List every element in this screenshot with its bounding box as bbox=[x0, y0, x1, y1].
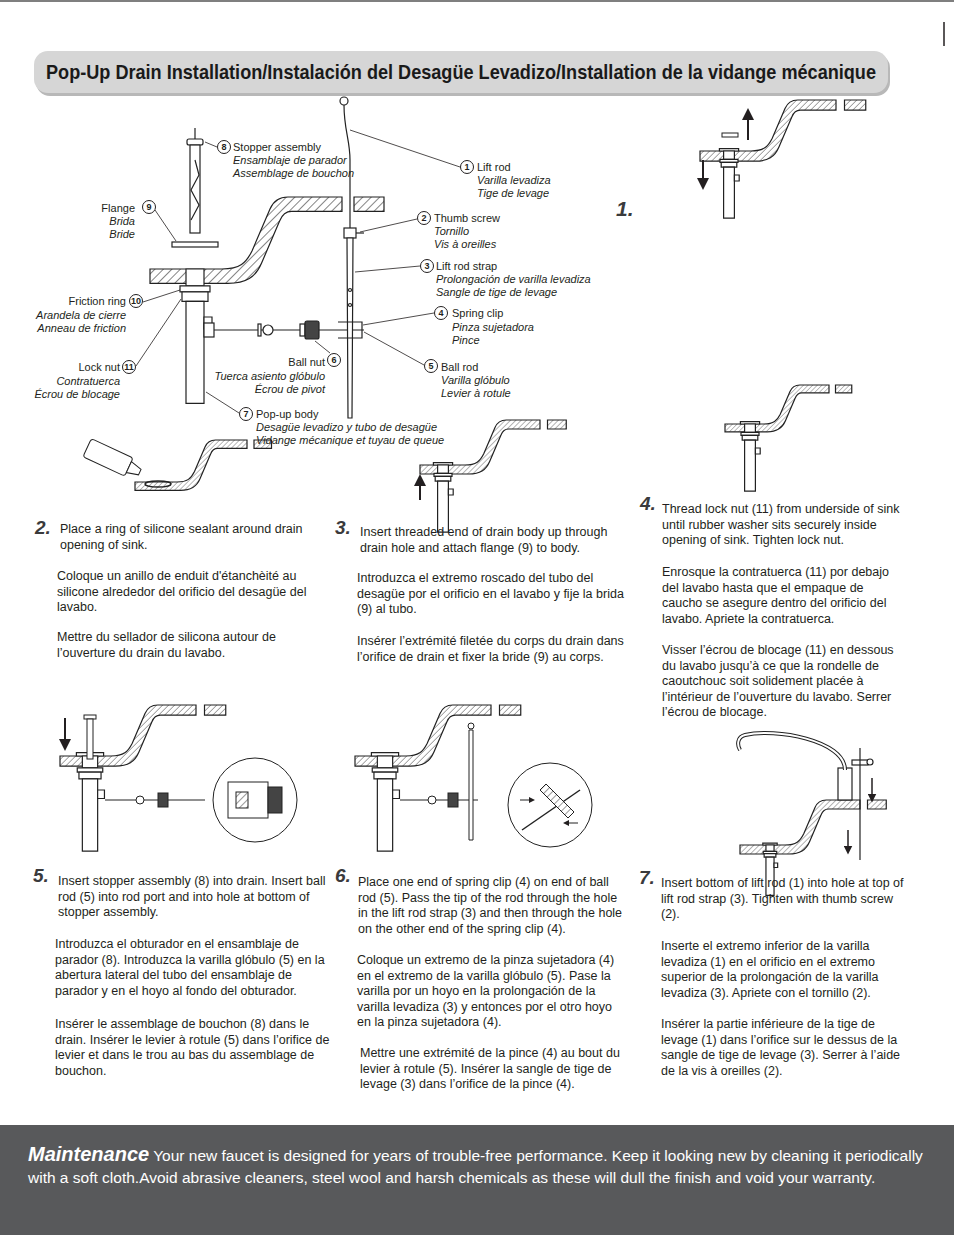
callout-number: 11 bbox=[122, 360, 136, 374]
part-label: Ensamblaje de parador bbox=[233, 154, 347, 167]
part-label: Varilla levadiza bbox=[477, 174, 551, 187]
instruction-text: Mettre une extrémité de la pince (4) au … bbox=[360, 1046, 628, 1093]
part-label: Brida bbox=[109, 215, 135, 228]
part-label: Ball nut bbox=[288, 356, 325, 369]
instruction-text: Visser l’écrou de blocage (11) en dessou… bbox=[662, 643, 907, 721]
part-label: Sangle de tige de levage bbox=[436, 286, 557, 299]
part-label: Friction ring bbox=[69, 295, 126, 308]
instruction-text: Insérer la partie inférieure de la tige … bbox=[661, 1017, 906, 1079]
callout-number: 7 bbox=[239, 407, 253, 421]
callout-number: 4 bbox=[434, 306, 448, 320]
instruction-text: Insert bottom of lift rod (1) into hole … bbox=[661, 876, 906, 923]
step-number: 6. bbox=[335, 866, 351, 886]
part-label: Écrou de blocage bbox=[34, 388, 120, 401]
part-label: Vis à oreilles bbox=[434, 238, 496, 251]
part-label: Tuerca asiento glóbulo bbox=[215, 370, 325, 383]
step-number: 3. bbox=[335, 518, 351, 538]
instruction-text: Place a ring of silicone sealant around … bbox=[60, 522, 322, 553]
instruction-text: Introduzca el extremo roscado del tubo d… bbox=[357, 571, 625, 618]
part-label: Assemblage de bouchon bbox=[233, 167, 354, 180]
part-label: Pince bbox=[452, 334, 480, 347]
page-title: Pop-Up Drain Installation/Instalación de… bbox=[46, 58, 876, 86]
instruction-text: Insérer l’extrémité filetée du corps du … bbox=[357, 634, 625, 665]
instruction-text: Insérer le assemblage de bouchon (8) dan… bbox=[55, 1017, 330, 1079]
part-label: Lock nut bbox=[78, 361, 120, 374]
step-number: 4. bbox=[640, 494, 656, 514]
part-label: Varilla glóbulo bbox=[441, 374, 510, 387]
maintenance-band: MaintenanceYour new faucet is designed f… bbox=[0, 1125, 954, 1235]
part-label: Desagüe levadizo y tubo de desagüe bbox=[256, 421, 437, 434]
instruction-text: Coloque un extremo de la pinza sujetador… bbox=[357, 953, 627, 1031]
part-label: Contratuerca bbox=[56, 375, 120, 388]
step-number: 7. bbox=[639, 868, 655, 888]
section-heading: Maintenance bbox=[28, 1143, 149, 1165]
callout-number: 5 bbox=[424, 359, 438, 373]
callout-number: 6 bbox=[327, 353, 341, 367]
instruction-text: Insert stopper assembly (8) into drain. … bbox=[58, 874, 330, 921]
part-label: Lift rod strap bbox=[436, 260, 497, 273]
part-label: Levier à rotule bbox=[441, 387, 511, 400]
part-label: Tornillo bbox=[434, 225, 469, 238]
instruction-text: Inserte el extremo inferior de la varill… bbox=[661, 939, 906, 1001]
callout-number: 9 bbox=[142, 200, 156, 214]
step-number: 2. bbox=[35, 518, 51, 538]
instruction-text: Insert threaded end of drain body up thr… bbox=[360, 525, 622, 556]
part-label: Spring clip bbox=[452, 307, 503, 320]
part-label: Ball rod bbox=[441, 361, 478, 374]
instruction-text: Thread lock nut (11) from underside of s… bbox=[662, 502, 907, 549]
callout-number: 2 bbox=[417, 211, 431, 225]
step-number: 5. bbox=[33, 866, 49, 886]
part-label: Prolongación de varilla levadiza bbox=[436, 273, 591, 286]
body-text: Your new faucet is designed for years of… bbox=[28, 1147, 923, 1186]
callout-number: 8 bbox=[217, 140, 231, 154]
instruction-text: Introduzca el obturador en el ensamblaje… bbox=[55, 937, 330, 999]
part-label: Stopper assembly bbox=[233, 141, 321, 154]
callout-number: 3 bbox=[420, 259, 434, 273]
part-label: Lift rod bbox=[477, 161, 511, 174]
step-number: 1. bbox=[616, 198, 634, 220]
instruction-text: Coloque un anillo de enduit d'étanchèité… bbox=[57, 569, 325, 616]
callout-number: 10 bbox=[129, 294, 143, 308]
part-label: Pinza sujetadora bbox=[452, 321, 534, 334]
instruction-text: Enrosque la contratuerca (11) por debajo… bbox=[662, 565, 907, 627]
callout-number: 1 bbox=[460, 160, 474, 174]
part-label: Écrou de pivot bbox=[255, 383, 325, 396]
part-label: Flange bbox=[101, 202, 135, 215]
part-label: Tige de levage bbox=[477, 187, 549, 200]
part-label: Thumb screw bbox=[434, 212, 500, 225]
instruction-text: Place one end of spring clip (4) on end … bbox=[358, 875, 628, 937]
part-label: Arandela de cierre bbox=[36, 309, 126, 322]
instruction-text: Mettre du sellador de silicona autour de… bbox=[57, 630, 325, 661]
part-label: Vidange mécanique et tuyau de queue bbox=[256, 434, 444, 447]
part-label: Pop-up body bbox=[256, 408, 318, 421]
part-label: Bride bbox=[109, 228, 135, 241]
part-label: Anneau de friction bbox=[37, 322, 126, 335]
